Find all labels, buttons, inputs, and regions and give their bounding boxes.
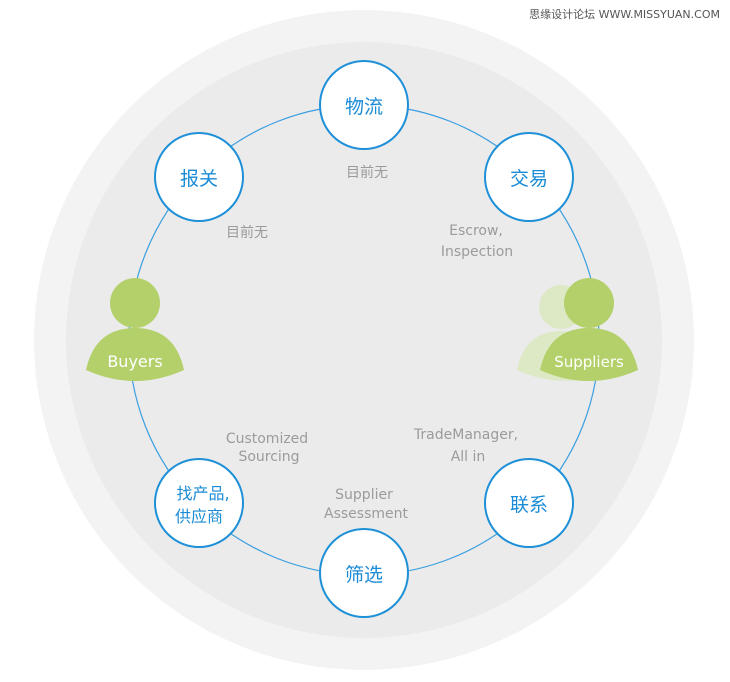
find-note-line-2: Sourcing [238,449,299,465]
find-note-line-1: Customized [226,431,308,447]
suppliers-label: Suppliers [554,353,624,371]
suppliers-body [540,328,638,381]
contact-note-line-2: All in [451,449,486,465]
logistics-note: 目前无 [346,164,388,181]
node-logistics-label: 物流 [345,96,383,118]
node-contact-label: 联系 [510,494,548,516]
node-find-suppliers: 找产品, 供应商 [154,458,244,548]
node-trade-label: 交易 [510,168,548,190]
node-screening: 筛选 [319,528,409,618]
node-find-line-2: 供应商 [175,507,223,526]
trade-note-line-1: Escrow, [449,223,503,239]
node-find-line-1: 找产品, [176,484,229,503]
trade-note-line-2: Inspection [441,244,513,260]
buyers-body [86,328,184,381]
screening-note-line-2: Assessment [324,506,408,522]
node-screening-label: 筛选 [345,564,383,586]
suppliers-head [564,278,614,328]
watermark: 思缘设计论坛 WWW.MISSYUAN.COM [529,8,720,21]
customs-note: 目前无 [226,224,268,241]
node-logistics: 物流 [319,60,409,150]
buyers-person: Buyers [86,278,184,381]
buyers-head [110,278,160,328]
node-customs: 报关 [154,132,244,222]
contact-note-line-1: TradeManager, [413,427,518,443]
node-contact: 联系 [484,458,574,548]
buyers-label: Buyers [107,352,162,371]
screening-note-line-1: Supplier [335,487,393,503]
suppliers-person: Suppliers [517,278,638,381]
node-trade: 交易 [484,132,574,222]
node-customs-label: 报关 [180,168,218,190]
